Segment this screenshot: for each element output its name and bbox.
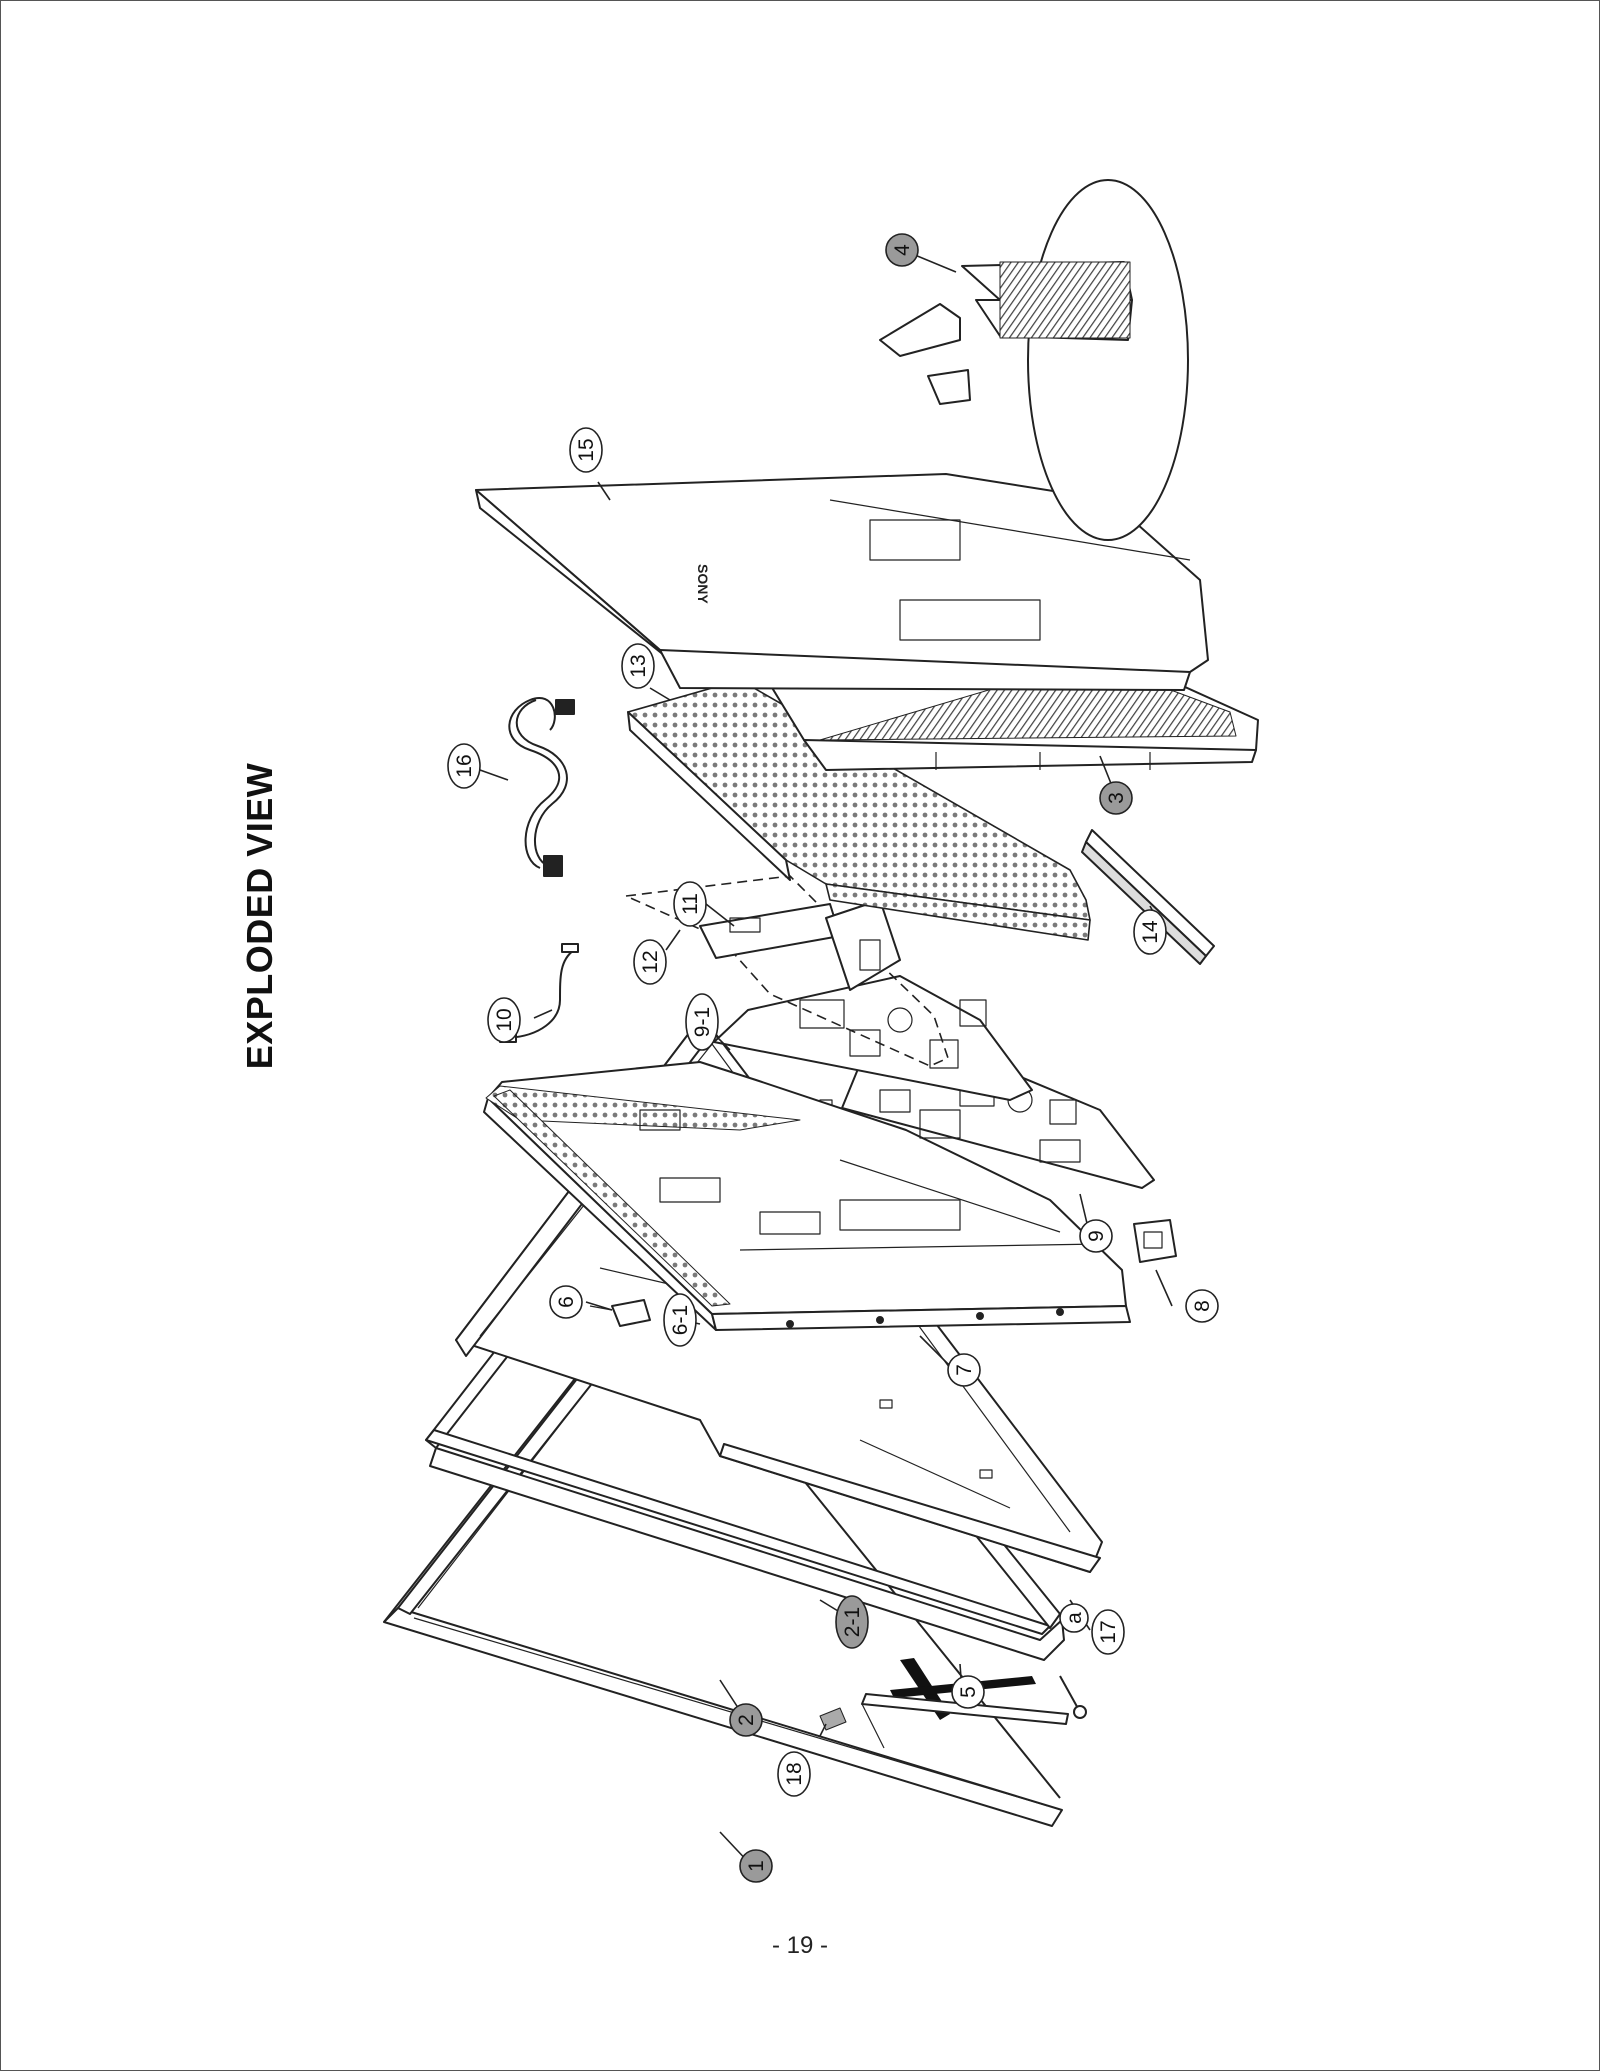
- part-rear-shield: [627, 679, 1091, 941]
- callout-16: 16: [447, 743, 481, 789]
- callout-2-1: 2-1: [835, 1595, 869, 1649]
- callout-18: 18: [777, 1751, 811, 1797]
- callout-9: 9: [1079, 1219, 1113, 1253]
- callout-6-1: 6-1: [663, 1293, 697, 1347]
- callout-12: 12: [633, 939, 667, 985]
- callout-label: 16: [453, 754, 476, 777]
- callout-label: a: [1063, 1612, 1086, 1624]
- callout-9-1: 9-1: [685, 993, 719, 1051]
- callout-label: 2-1: [841, 1607, 864, 1637]
- callout-label: 6: [555, 1296, 578, 1308]
- callout-label: 8: [1191, 1300, 1214, 1312]
- callout-8: 8: [1185, 1289, 1219, 1323]
- callout-label: 17: [1097, 1620, 1120, 1643]
- callout-15: 15: [569, 427, 603, 473]
- callout-label: 3: [1105, 792, 1128, 804]
- callout-label: 7: [953, 1364, 976, 1376]
- callout-label: 1: [745, 1860, 768, 1872]
- callout-7: 7: [947, 1353, 981, 1387]
- callout-6: 6: [549, 1285, 583, 1319]
- callout-4: 4: [885, 233, 919, 267]
- callout-14: 14: [1133, 909, 1167, 955]
- part-switch-block: [1133, 1219, 1177, 1263]
- callout-5: 5: [951, 1675, 985, 1709]
- callout-label: 9-1: [691, 1007, 714, 1037]
- callout-label: 4: [891, 244, 914, 256]
- callout-label: 6-1: [669, 1305, 692, 1335]
- callout-17: 17: [1091, 1609, 1125, 1655]
- part-signal-board: [713, 975, 1033, 1101]
- callout-10: 10: [487, 997, 521, 1043]
- part-side-strip: [861, 1693, 1069, 1749]
- callout-label: 14: [1139, 920, 1162, 944]
- callout-1: 1: [739, 1849, 773, 1883]
- callout-label: 12: [639, 950, 662, 973]
- callout-label: 10: [493, 1008, 516, 1031]
- part-stand: [879, 179, 1189, 541]
- callout-label: 13: [627, 654, 650, 677]
- callout-13: 13: [621, 643, 655, 689]
- svg-text:SONY: SONY: [695, 564, 711, 604]
- callout-a: a: [1059, 1603, 1089, 1633]
- callout-label: 5: [957, 1686, 980, 1698]
- callout-label: 15: [575, 438, 598, 461]
- callout-11: 11: [673, 881, 707, 927]
- callout-label: 11: [679, 893, 702, 915]
- part-main-chassis: [483, 1061, 1131, 1331]
- callouts: 1 2 2-1 3 4 5 6 6-1: [447, 233, 1219, 1883]
- part-bracket-14: [1081, 829, 1215, 965]
- callout-label: 18: [783, 1762, 806, 1785]
- callout-label: 9: [1085, 1230, 1108, 1242]
- page-number: - 19 -: [771, 1932, 828, 1959]
- part-ac-cord: [508, 697, 575, 877]
- part-interface-board: [625, 875, 949, 1067]
- callout-2: 2: [729, 1703, 763, 1737]
- callout-label: 2: [735, 1714, 758, 1726]
- part-hinge-17: [1059, 1675, 1087, 1719]
- part-rear-cover: SONY: [475, 473, 1209, 691]
- callout-3: 3: [1099, 781, 1133, 815]
